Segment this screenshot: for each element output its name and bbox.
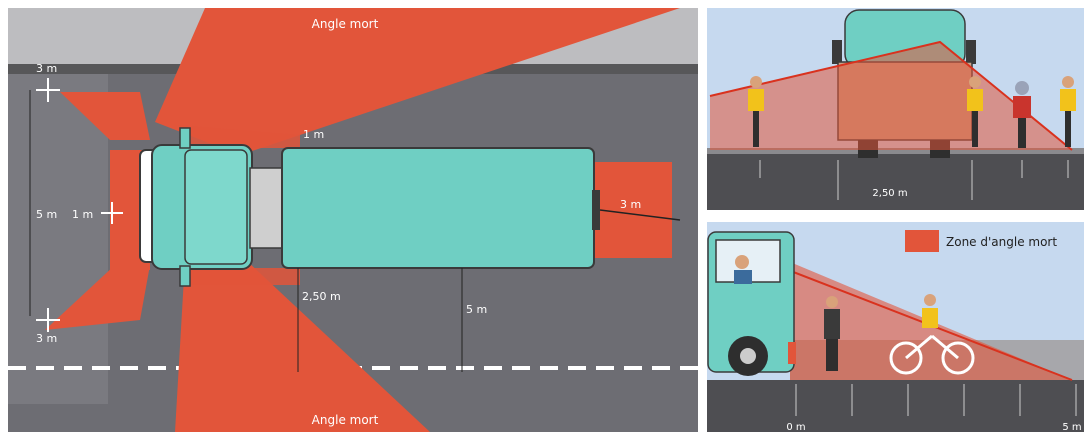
blind-spot-label-bottom: Angle mort xyxy=(312,413,379,427)
legend: Zone d'angle mort xyxy=(905,230,1057,252)
legend-swatch xyxy=(905,230,939,252)
top-view-panel: Angle mort Angle mort 3 m 3 m 5 m 1 m 1 … xyxy=(8,8,698,432)
measure-3m-rear: 3 m xyxy=(620,198,641,211)
front-view-panel: 2,50 m xyxy=(707,8,1084,210)
truck-top-view xyxy=(139,127,600,287)
side-view-panel: Zone d'angle mort 0 m 5 m xyxy=(707,222,1084,433)
measure-250m: 2,50 m xyxy=(302,290,341,303)
measure-3m-bottom: 3 m xyxy=(36,332,57,345)
blind-spot-label-top: Angle mort xyxy=(312,17,379,31)
panel-divider-horizontal xyxy=(707,210,1084,222)
cyclist-side-icon xyxy=(889,294,975,375)
side-measure-0m: 0 m xyxy=(786,422,805,433)
measure-1m-left: 1 m xyxy=(72,208,93,221)
measure-3m-top: 3 m xyxy=(36,62,57,75)
position-markers xyxy=(36,78,123,332)
front-scale xyxy=(759,160,1069,200)
blind-zone-top-view xyxy=(45,8,680,432)
measure-1m-side: 1 m xyxy=(303,128,324,141)
blind-zone-front-view xyxy=(710,42,1072,150)
pedestrian-icon xyxy=(824,296,840,371)
side-road xyxy=(707,380,1084,432)
measurement-lines xyxy=(29,90,681,372)
side-scale xyxy=(795,384,1077,416)
front-road xyxy=(707,152,1084,210)
panel-divider-vertical xyxy=(698,0,707,435)
front-measure-250m: 2,50 m xyxy=(872,188,907,199)
legend-label: Zone d'angle mort xyxy=(946,235,1057,249)
cyclist-icons xyxy=(748,76,1076,148)
measure-5m-left: 5 m xyxy=(36,208,57,221)
side-measure-5m: 5 m xyxy=(1062,422,1081,433)
measure-5m: 5 m xyxy=(466,303,487,316)
truck-side-view xyxy=(707,231,796,376)
